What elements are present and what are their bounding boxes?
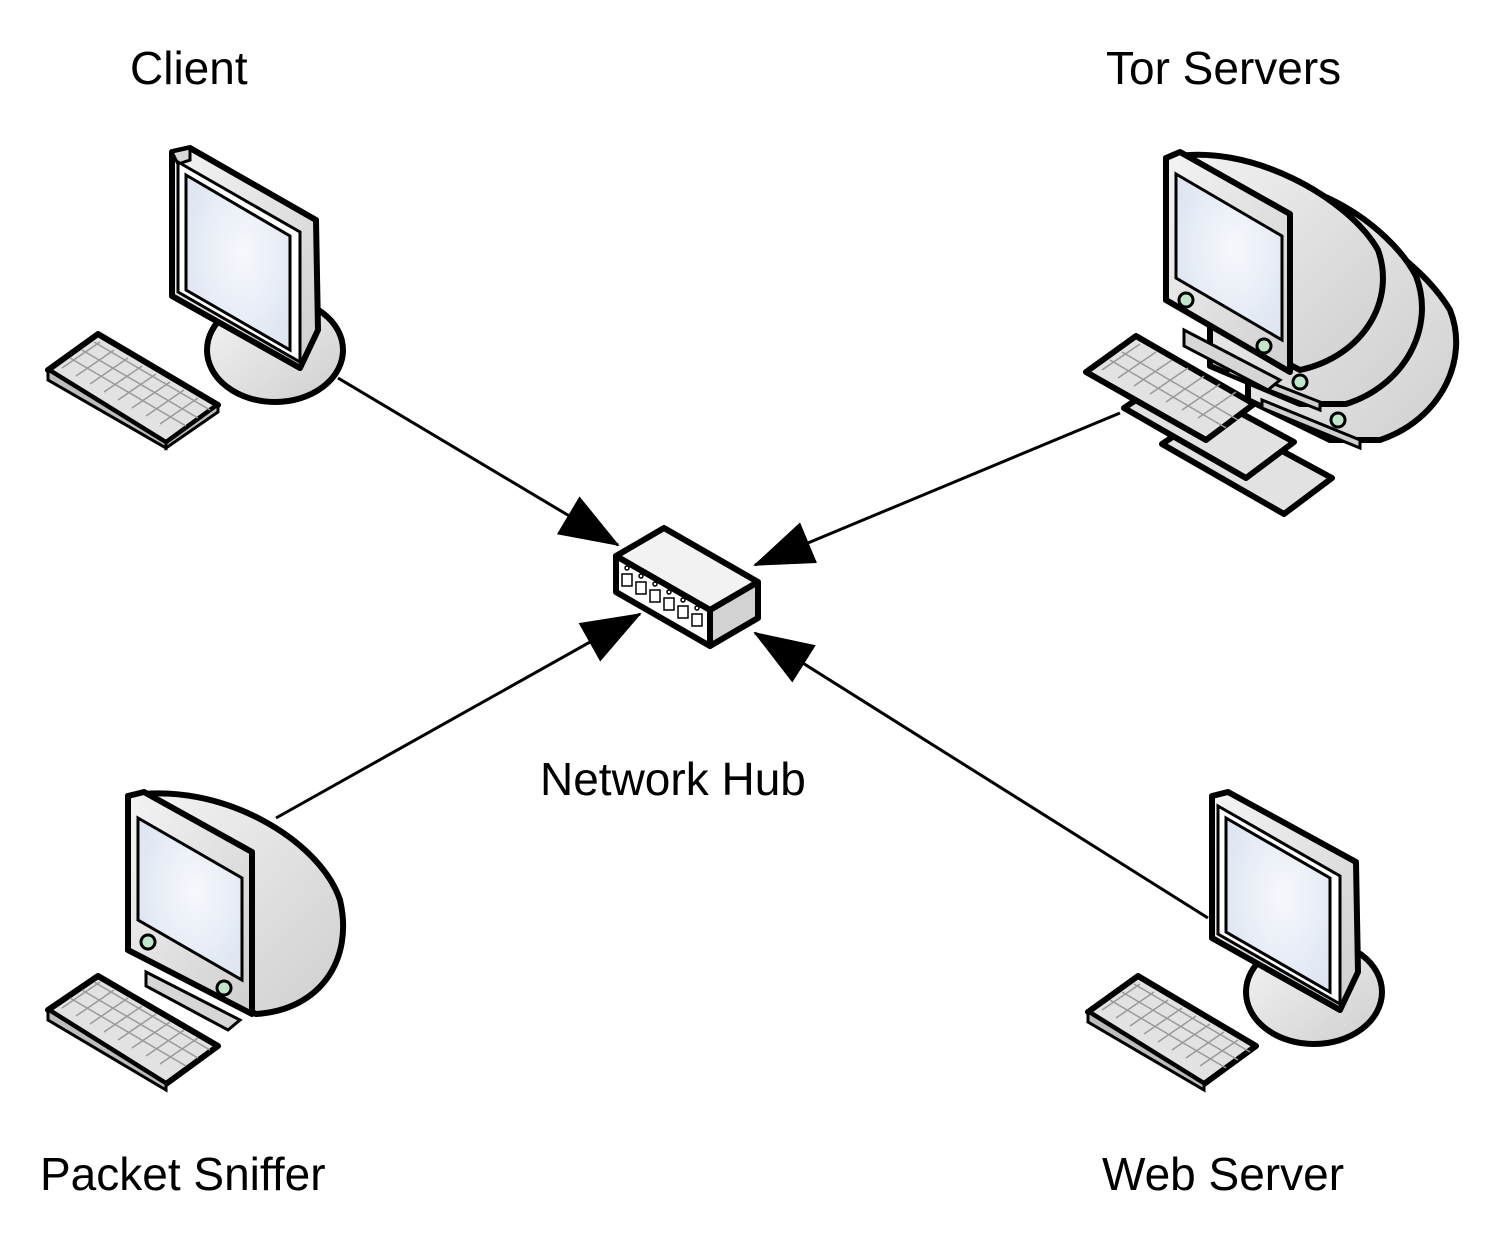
web-server-label: Web Server	[1102, 1148, 1344, 1200]
edge-tor-hub	[753, 411, 1121, 567]
packet-sniffer-label: Packet Sniffer	[40, 1148, 326, 1200]
edge-sniffer-hub	[275, 612, 642, 820]
client-keyboard-icon	[45, 331, 221, 451]
packet-sniffer-icon	[45, 789, 347, 1093]
edge-client-hub	[337, 376, 620, 547]
sniffer-keyboard-icon	[45, 973, 221, 1093]
tor-servers-icon	[1083, 149, 1460, 517]
tor-servers-label: Tor Servers	[1106, 42, 1341, 94]
tor-keyboards-icon	[1083, 333, 1335, 517]
web-server-icon	[1085, 789, 1385, 1093]
client-label: Client	[130, 42, 248, 94]
client-computer-icon	[45, 145, 346, 451]
network-hub-label: Network Hub	[540, 753, 806, 805]
webserver-keyboard-icon	[1085, 973, 1259, 1093]
edge-webserver-hub	[753, 631, 1209, 920]
network-hub-icon	[613, 525, 761, 649]
